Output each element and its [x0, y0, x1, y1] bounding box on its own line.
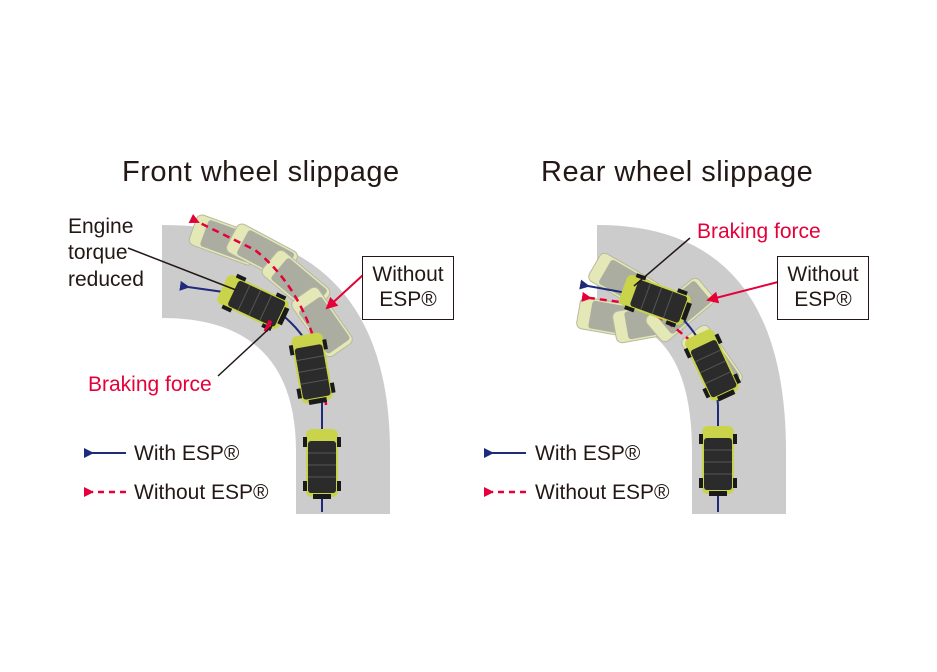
- front-without-box-line2: ESP®: [379, 288, 437, 311]
- front-without-box-line1: Without: [372, 263, 444, 286]
- front-legend-with-label: With ESP®: [134, 442, 240, 465]
- rear-legend-with-label: With ESP®: [535, 442, 641, 465]
- front-engine-leader: [127, 247, 237, 291]
- front-without-esp-box: Without ESP®: [362, 256, 454, 320]
- front-title: Front wheel slippage: [122, 156, 400, 188]
- front-legend-without-label: Without ESP®: [134, 481, 269, 504]
- rear-title: Rear wheel slippage: [541, 156, 814, 188]
- front-braking-label: Braking force: [88, 373, 212, 396]
- rear-without-box-line1: Without: [787, 263, 859, 286]
- front-engine-label-line1: Engine: [68, 215, 134, 238]
- rear-legend-without-label: Without ESP®: [535, 481, 670, 504]
- front-brake-marker: [263, 319, 273, 333]
- front-braking-leader: [217, 325, 273, 377]
- rear-without-esp-box: Without ESP®: [777, 256, 869, 320]
- rear-without-box-line2: ESP®: [794, 288, 852, 311]
- rear-without-leader: [706, 281, 779, 304]
- front-engine-label-line2: torque: [68, 241, 128, 264]
- rear-braking-label: Braking force: [697, 220, 821, 243]
- rear-braking-leader: [633, 237, 691, 287]
- front-engine-label-line3: reduced: [68, 268, 144, 291]
- front-without-leader: [325, 274, 364, 310]
